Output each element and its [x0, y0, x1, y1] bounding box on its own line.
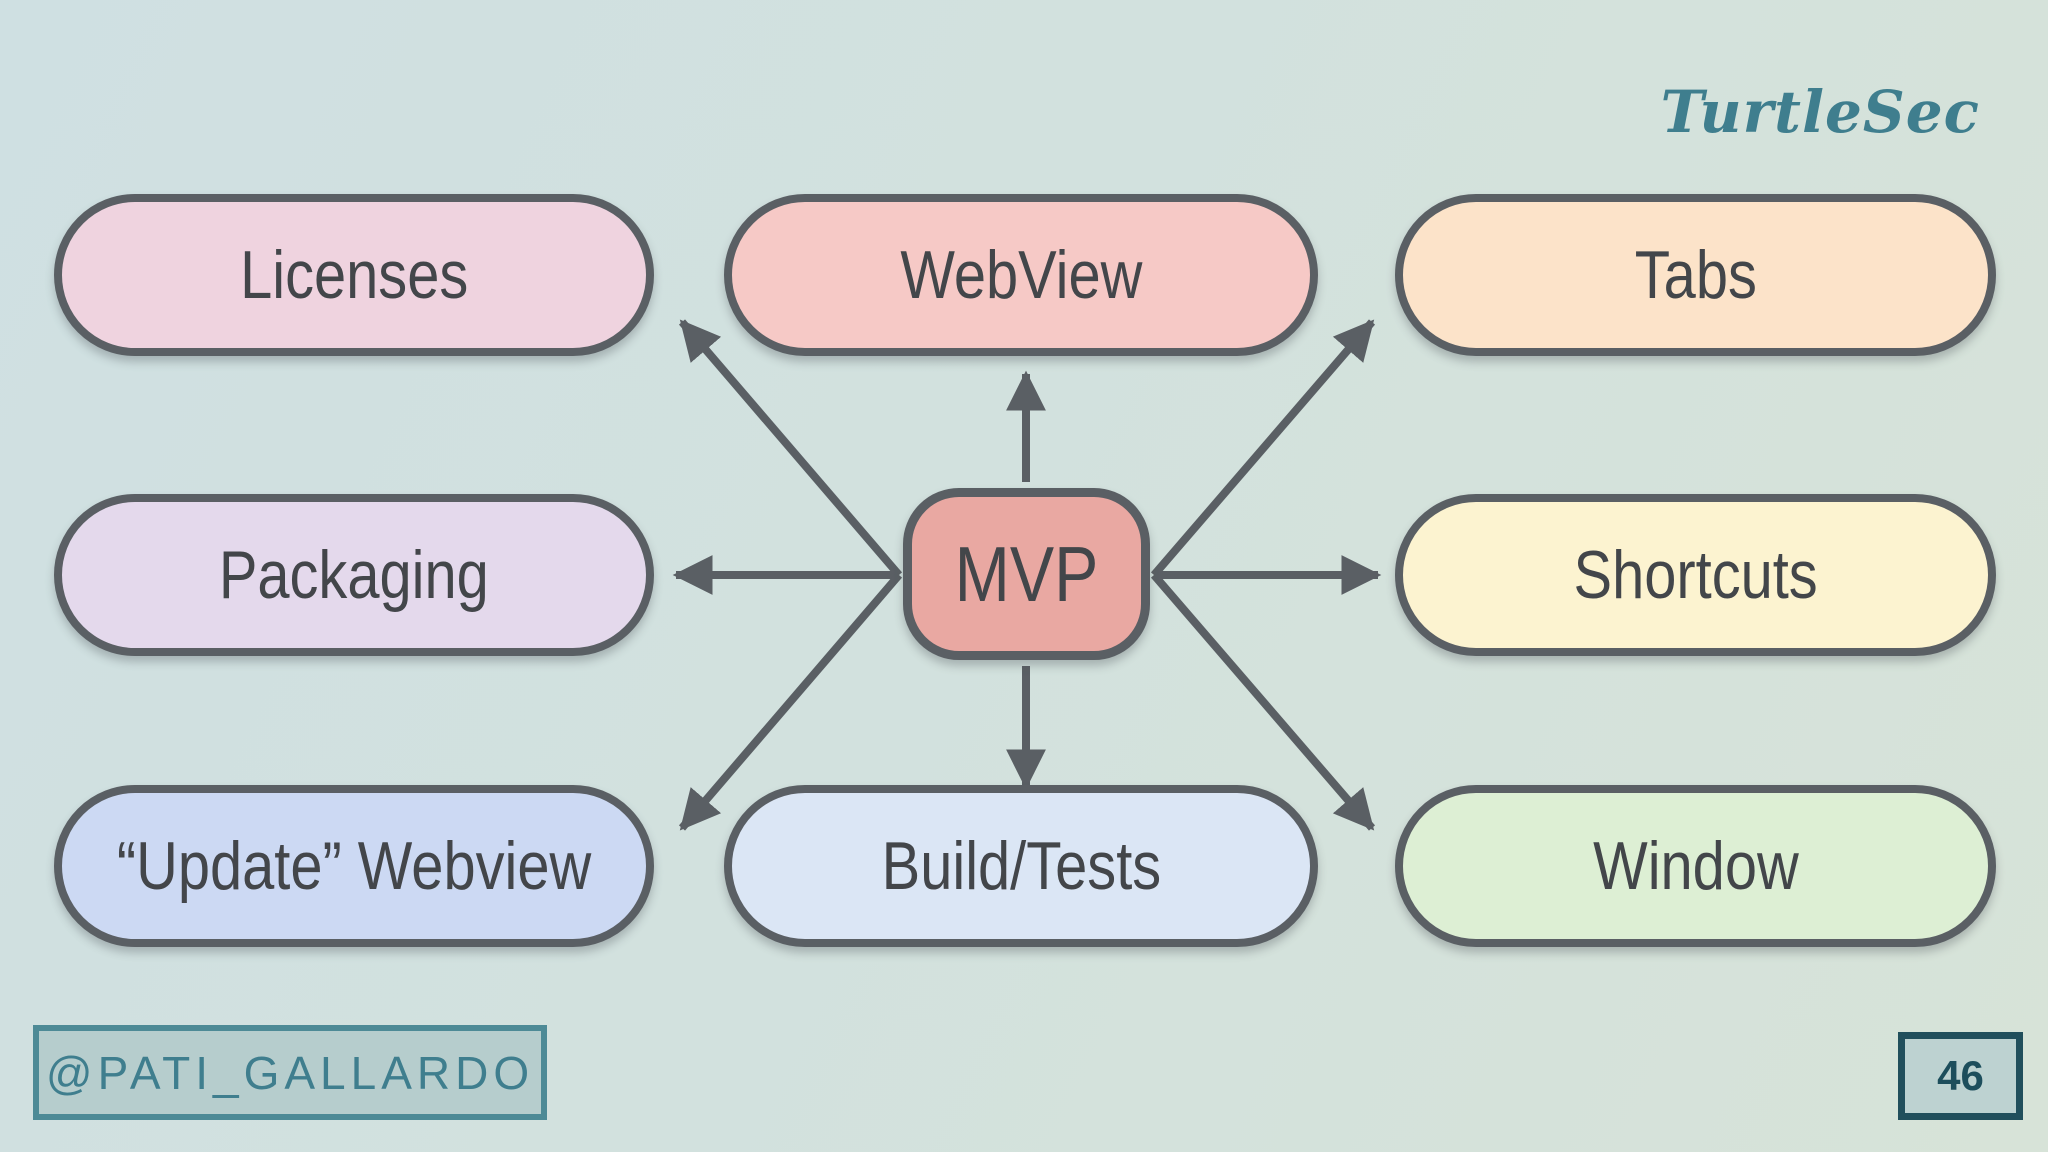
- node-mvp-label: MVP: [954, 529, 1099, 618]
- node-tabs: Tabs: [1395, 194, 1996, 356]
- arrow-mvp-to-tabs: [1150, 319, 1376, 578]
- arrow-mvp-to-window: [1150, 572, 1376, 831]
- node-window-label: Window: [1592, 828, 1799, 904]
- node-build-tests-label: Build/Tests: [881, 828, 1161, 904]
- page-number-badge: 46: [1898, 1032, 2023, 1120]
- node-shortcuts-label: Shortcuts: [1573, 537, 1818, 613]
- arrow-mvp-to-licenses: [678, 319, 903, 578]
- twitter-handle-badge: @PATI_GALLARDO: [33, 1025, 547, 1120]
- node-build-tests: Build/Tests: [724, 785, 1318, 947]
- page-number-text: 46: [1937, 1052, 1984, 1099]
- node-packaging-label: Packaging: [219, 537, 489, 613]
- node-window: Window: [1395, 785, 1996, 947]
- node-packaging: Packaging: [54, 494, 654, 656]
- turtlesec-logo: TurtleSec: [1660, 78, 1980, 146]
- node-update-webview-label: “Update” Webview: [116, 828, 592, 904]
- node-update-webview: “Update” Webview: [54, 785, 654, 947]
- node-mvp-center: MVP: [903, 488, 1150, 660]
- arrow-mvp-to-update-webview: [678, 572, 903, 831]
- node-licenses-label: Licenses: [239, 237, 469, 313]
- node-licenses: Licenses: [54, 194, 654, 356]
- twitter-handle-text: @PATI_GALLARDO: [45, 1046, 535, 1099]
- node-tabs-label: Tabs: [1634, 237, 1757, 313]
- node-webview-label: WebView: [899, 237, 1143, 313]
- node-webview: WebView: [724, 194, 1318, 356]
- node-shortcuts: Shortcuts: [1395, 494, 1996, 656]
